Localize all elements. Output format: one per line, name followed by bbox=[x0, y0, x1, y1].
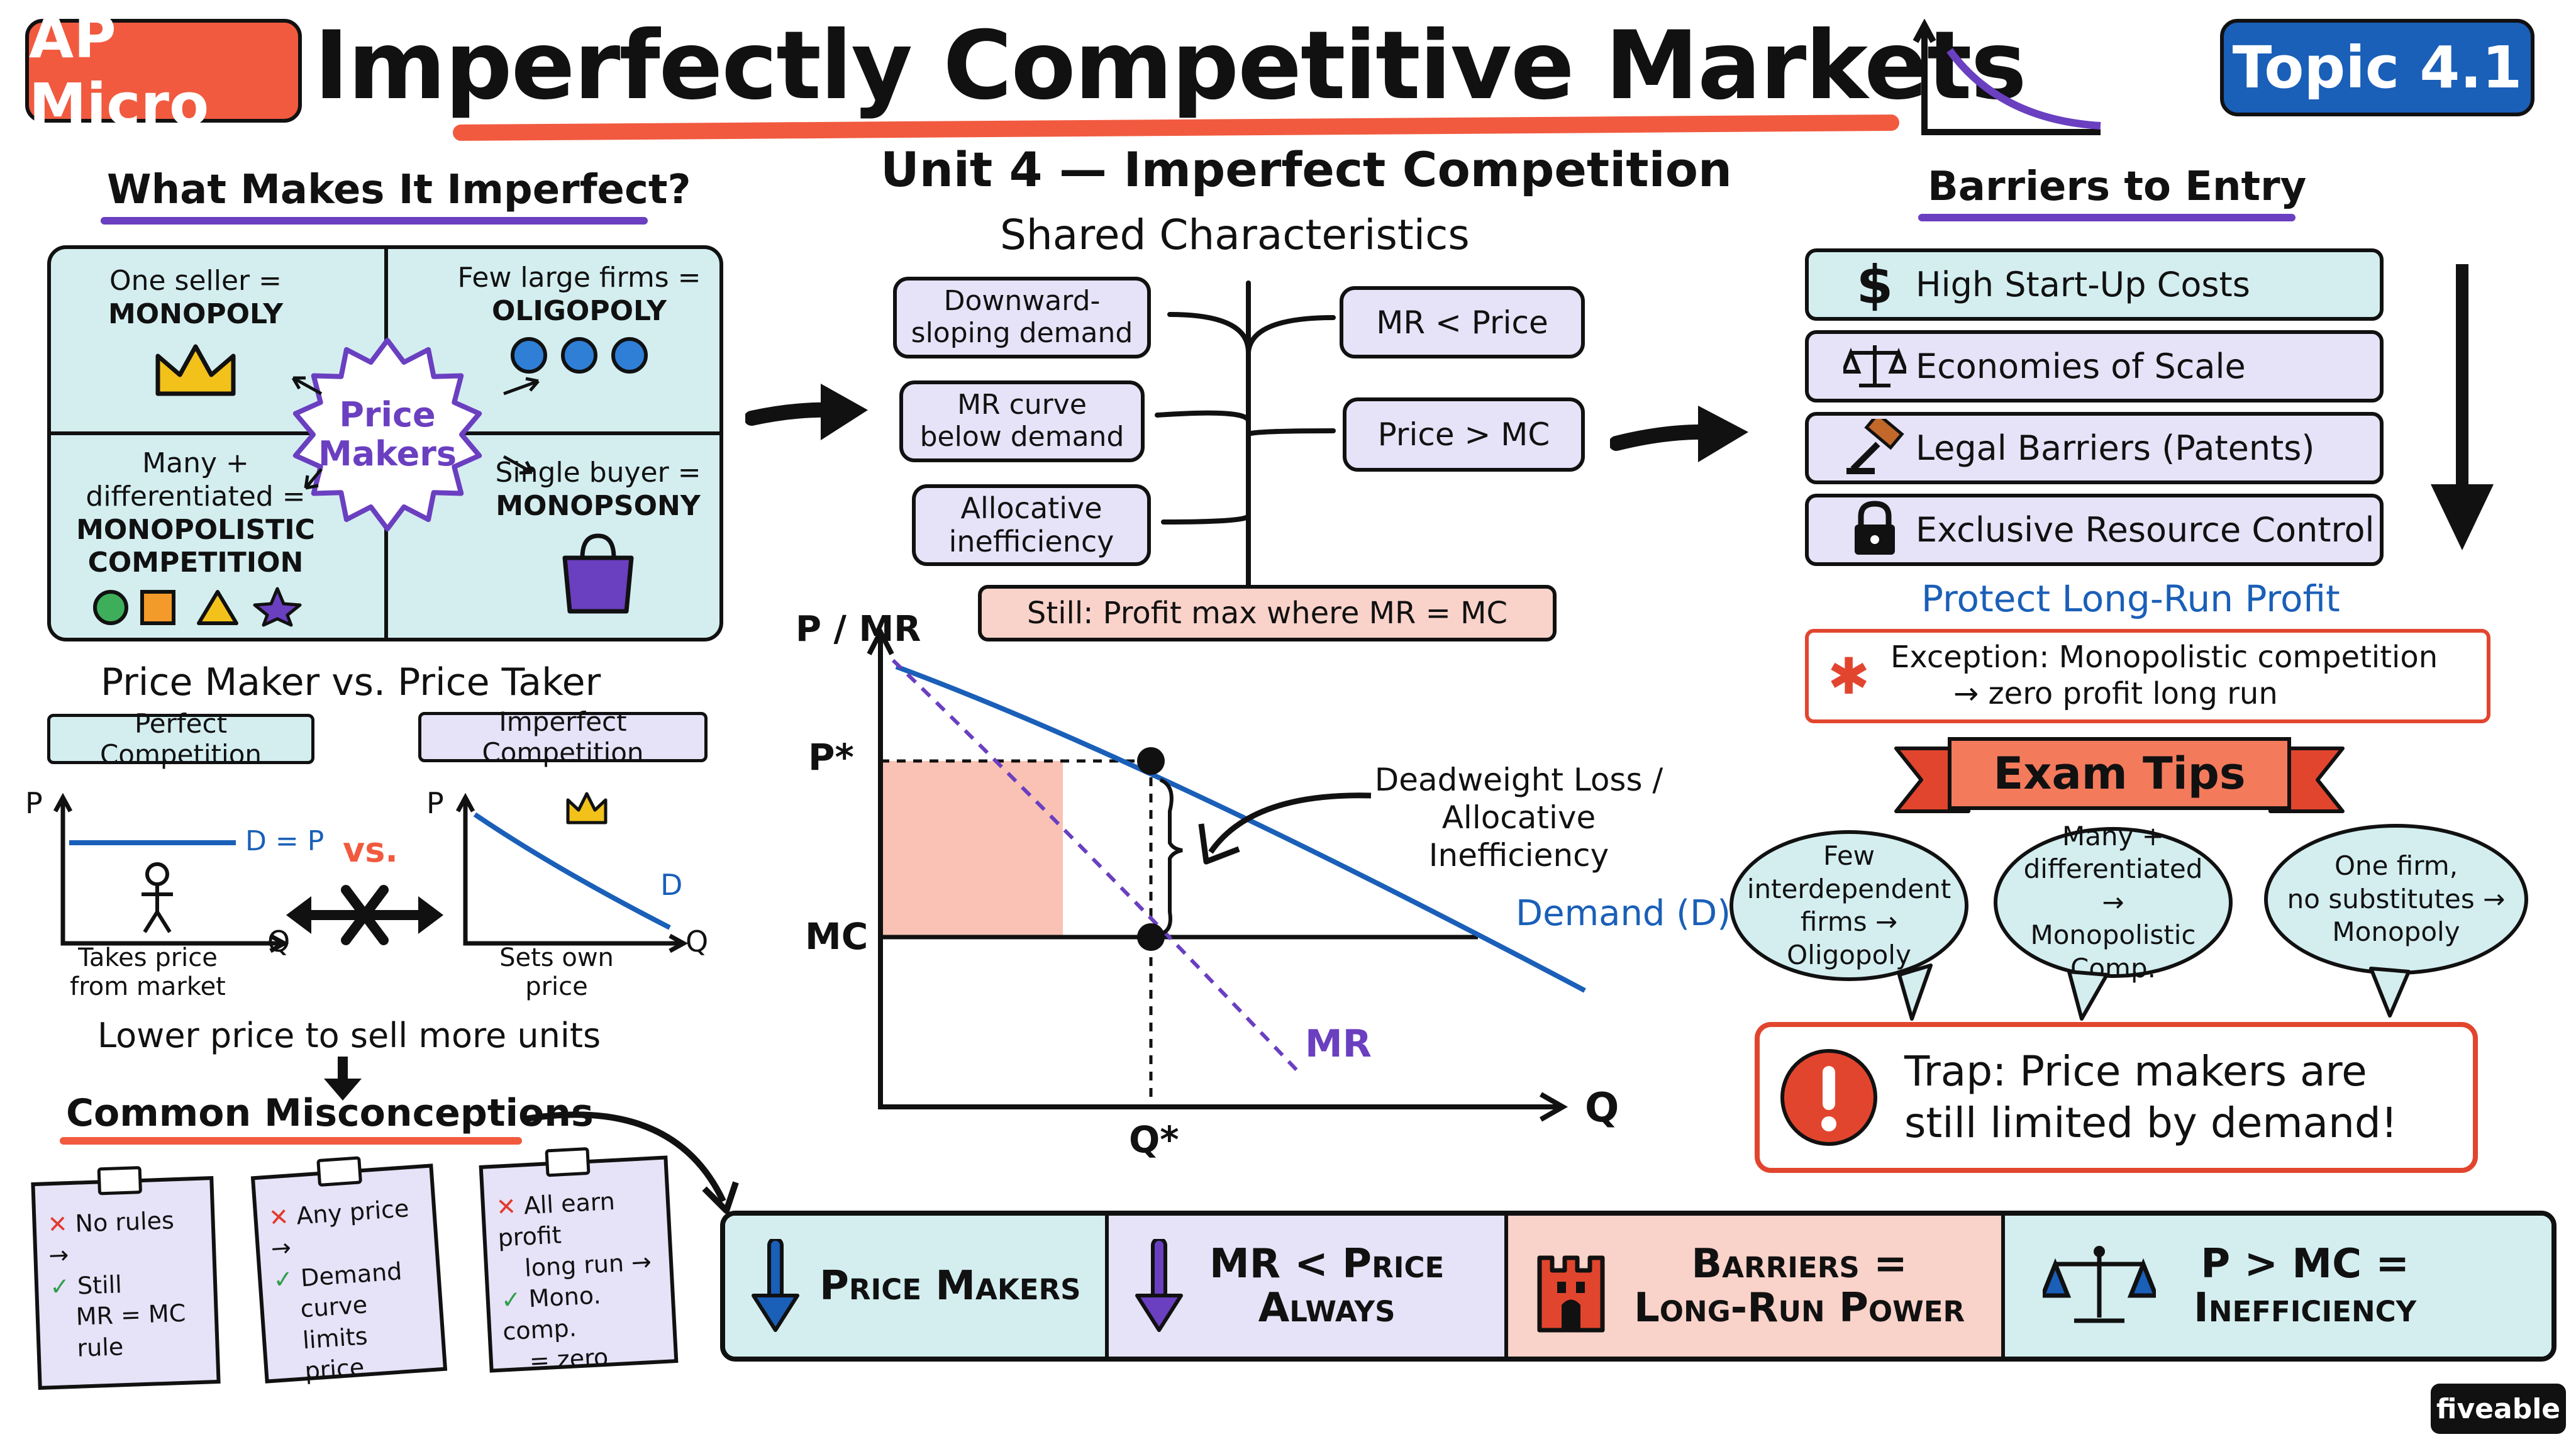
summary-inefficiency: P > MC =Inefficiency bbox=[2005, 1216, 2551, 1357]
quadrant-oligopoly: Few large firms = OLIGOPOLY bbox=[441, 262, 718, 385]
market-types-panel: One seller = MONOPOLY Few large firms = … bbox=[47, 245, 723, 641]
down-arrow-purple-icon bbox=[1135, 1239, 1183, 1332]
demand-curve-label: Demand (D) bbox=[1516, 893, 1731, 934]
misconceptions-underline bbox=[60, 1137, 522, 1145]
price-makers-center: Price Makers bbox=[318, 394, 457, 474]
demand-curve-icon bbox=[1913, 19, 2101, 135]
stick-figure-icon bbox=[142, 862, 173, 933]
graph1-p-label: P bbox=[25, 786, 43, 820]
asterisk-icon: ✱ bbox=[1828, 647, 1870, 706]
graph2-curve-label: D bbox=[660, 868, 683, 902]
misconceptions-heading: Common Misconceptions bbox=[66, 1091, 594, 1135]
graph1-q-label: Q bbox=[267, 924, 291, 958]
topic-label: Topic 4.1 bbox=[2232, 34, 2523, 101]
small-crown-icon bbox=[566, 792, 608, 824]
exam-tips-label: Exam Tips bbox=[1993, 748, 2246, 799]
imperfect-competition-tag: Imperfect Competition bbox=[418, 706, 708, 768]
tip-bubble-oligopoly: Few interdependent firms → Oligopoly bbox=[1729, 830, 1968, 981]
quadrant-monopoly: One seller = MONOPOLY bbox=[64, 265, 328, 411]
barriers-down-arrow bbox=[2431, 264, 2494, 550]
mr-curve-label: MR bbox=[1305, 1022, 1372, 1066]
ap-micro-label: AP Micro bbox=[29, 3, 209, 138]
characteristics-tree bbox=[1155, 280, 1336, 594]
quadrant-monopolistic: Many + differentiated = MONOPOLISTIC COM… bbox=[64, 447, 328, 636]
curved-arrow-to-bar bbox=[521, 1111, 739, 1214]
graph-q-star-label: Q* bbox=[1129, 1118, 1179, 1161]
balance-scale-icon bbox=[1834, 340, 1916, 393]
shapes-icon bbox=[93, 587, 302, 627]
graph1-curve-label: D = P bbox=[245, 825, 325, 857]
center-arrows bbox=[291, 376, 540, 490]
arrow-middle-to-right bbox=[1610, 406, 1748, 462]
unit-title: Unit 4 — Imperfect Competition bbox=[880, 142, 1733, 197]
graph1-caption: Takes price from market bbox=[70, 943, 226, 1001]
tape-tab bbox=[316, 1156, 363, 1187]
balance-scale-icon bbox=[2043, 1246, 2156, 1323]
barrier-legal-patents: Legal Barriers (Patents) bbox=[1805, 411, 2384, 484]
tape-tab bbox=[97, 1166, 143, 1196]
ap-micro-badge: AP Micro bbox=[25, 4, 302, 138]
castle-icon bbox=[1537, 1255, 1605, 1333]
tape-tab bbox=[545, 1146, 591, 1177]
barrier-economies-scale: Economies of Scale bbox=[1805, 330, 2384, 402]
page-title-text: Imperfectly Competitive Markets bbox=[314, 11, 2027, 121]
char-mr-less-than-price: MR < Price bbox=[1340, 286, 1585, 358]
graph2-caption: Sets own price bbox=[499, 943, 614, 1001]
fiveable-logo: fiveable bbox=[2431, 1384, 2566, 1434]
char-allocative-inefficiency: Allocative inefficiency bbox=[912, 484, 1151, 566]
barriers-underline bbox=[1918, 214, 2296, 221]
imperfect-heading-underline bbox=[101, 217, 648, 225]
barriers-heading: Barriers to Entry bbox=[1928, 164, 2307, 210]
misconception-note-3: ✕ All earn profit long run → ✓ Mono. com… bbox=[479, 1146, 679, 1375]
tip-bubble-monopolistic: Many + differentiated → Monopolistic Com… bbox=[1994, 821, 2233, 984]
down-arrow-blue-icon bbox=[752, 1239, 799, 1332]
summary-price-makers: Price Makers bbox=[725, 1216, 1109, 1357]
barrier-exclusive-resource: Exclusive Resource Control bbox=[1805, 494, 2384, 566]
bubble-tails bbox=[1897, 963, 2411, 1021]
crown-icon bbox=[155, 344, 236, 396]
exam-tips-ribbon bbox=[1894, 737, 2345, 813]
page-title: Imperfectly Competitive Markets bbox=[314, 6, 2027, 126]
lock-icon bbox=[1834, 500, 1916, 560]
lower-price-note: Lower price to sell more units bbox=[97, 1016, 601, 1055]
shared-characteristics-heading: Shared Characteristics bbox=[1000, 211, 1470, 259]
down-arrow-icon bbox=[324, 1057, 362, 1101]
misconception-note-1: ✕ No rules → ✓ Still MR = MC rule bbox=[31, 1166, 221, 1390]
alert-icon bbox=[1780, 1049, 1877, 1146]
dollar-icon: $ bbox=[1856, 253, 1894, 316]
graph2-q-label: Q bbox=[686, 924, 709, 958]
exception-box: ✱ Exception: Monopolistic competition → … bbox=[1805, 629, 2490, 723]
graph-y-label: P / MR bbox=[796, 609, 921, 650]
imperfect-competition-graph bbox=[455, 792, 689, 953]
graph-p-star-label: P* bbox=[808, 736, 854, 779]
char-mr-below-demand: MR curve below demand bbox=[899, 380, 1145, 462]
three-circles-icon bbox=[511, 336, 648, 374]
summary-barriers: Barriers =Long-Run Power bbox=[1508, 1216, 2005, 1357]
graph-mc-label: MC bbox=[805, 915, 869, 958]
graph-x-label: Q bbox=[1585, 1085, 1619, 1131]
char-downward-demand: Downward- sloping demand bbox=[893, 277, 1151, 358]
barrier-startup-costs: $ High Start-Up Costs bbox=[1805, 248, 2384, 321]
profit-max-rule-box: Still: Profit max where MR = MC bbox=[978, 585, 1557, 641]
imperfect-heading: What Makes It Imperfect? bbox=[107, 167, 691, 213]
topic-badge: Topic 4.1 bbox=[2220, 19, 2534, 116]
char-price-greater-than-mc: Price > MC bbox=[1343, 397, 1585, 472]
arrow-left-to-middle bbox=[745, 384, 868, 440]
perfect-competition-graph bbox=[53, 792, 289, 953]
price-maker-taker-heading: Price Maker vs. Price Taker bbox=[101, 660, 601, 704]
protect-profit-label: Protect Long-Run Profit bbox=[1921, 577, 2340, 620]
misconception-note-2: ✕ Any price → ✓ Demand curve limits pric… bbox=[250, 1156, 448, 1385]
graph2-p-label: P bbox=[426, 786, 444, 820]
trap-box: Trap: Price makers are still limited by … bbox=[1755, 1022, 2478, 1173]
perfect-competition-tag: Perfect Competition bbox=[47, 708, 314, 770]
gavel-icon bbox=[1834, 411, 1916, 478]
monopoly-graph bbox=[867, 626, 1586, 1122]
deadweight-loss-label: Deadweight Loss / Allocative Inefficienc… bbox=[1374, 762, 1663, 874]
tip-bubble-monopoly: One firm, no substitutes → Monopoly bbox=[2264, 824, 2528, 975]
crossed-double-arrow-icon bbox=[286, 885, 443, 945]
vs-label: vs. bbox=[343, 830, 398, 870]
shopping-bag-icon bbox=[562, 533, 634, 614]
